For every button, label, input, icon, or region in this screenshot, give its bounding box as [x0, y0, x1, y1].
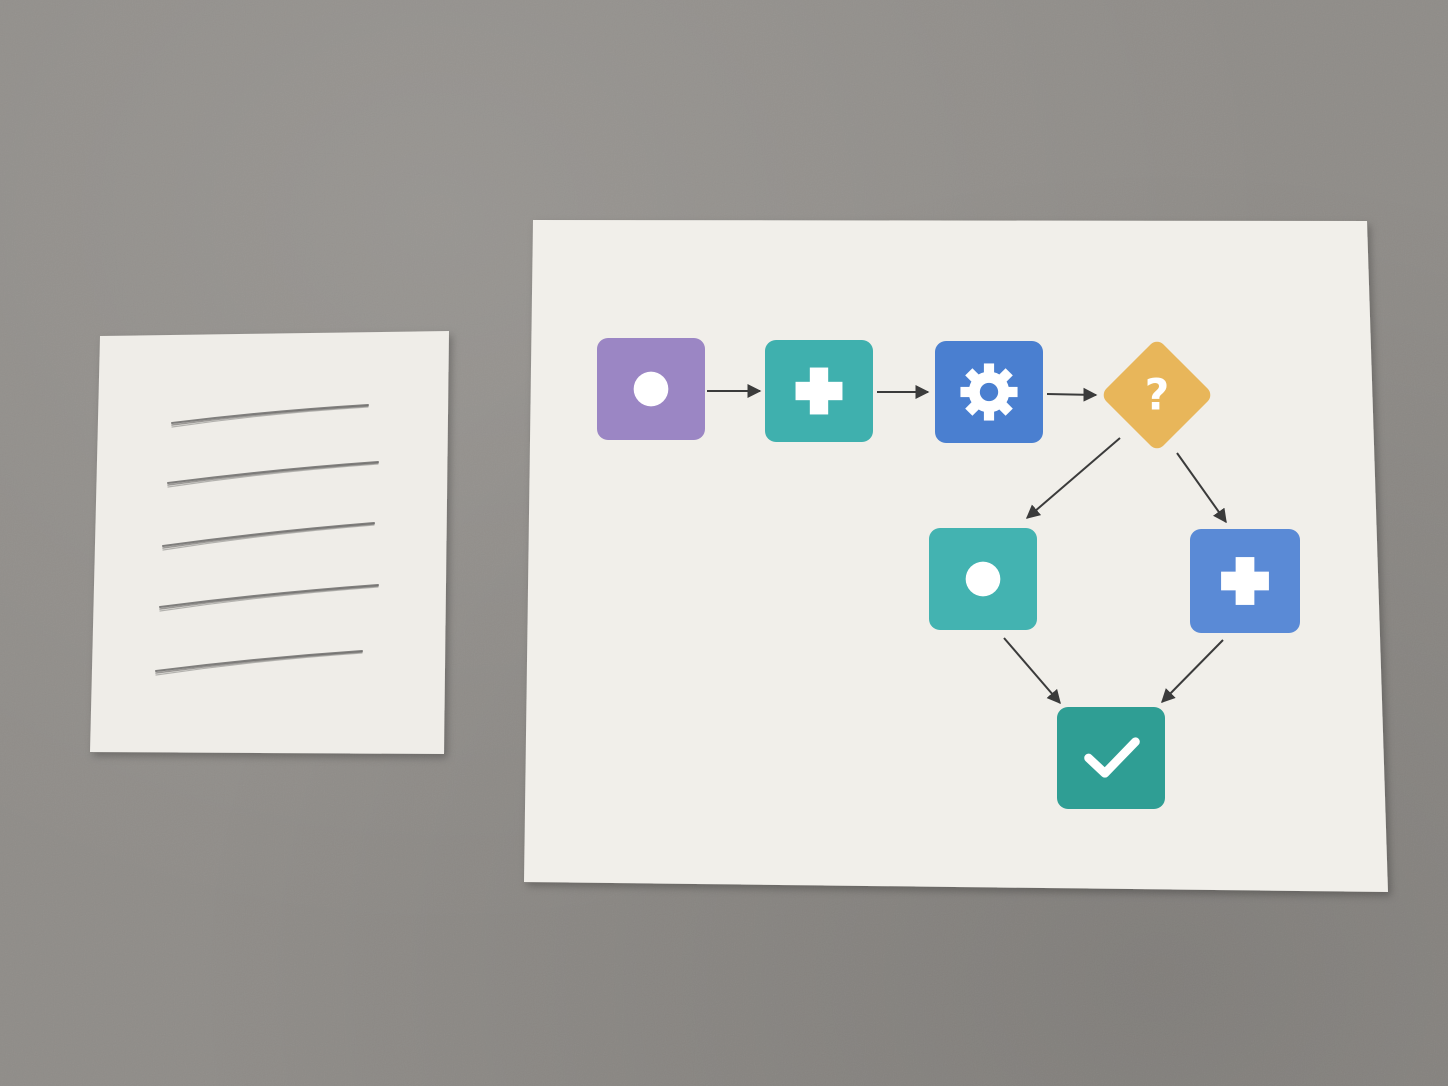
pencil-stroke: [167, 461, 379, 488]
arrow-branch-right-to-done: [1161, 639, 1224, 703]
pencil-stroke: [159, 584, 379, 612]
arrow-decision-to-branch-left: [1025, 437, 1121, 519]
node-add: [765, 340, 873, 442]
pencil-stroke: [171, 404, 369, 428]
gear-icon: [960, 363, 1018, 421]
circle-icon: [633, 371, 669, 407]
flowchart-nodes: ?: [597, 338, 1300, 809]
checkmark-icon: [1084, 737, 1140, 778]
flowchart-sheet: ?: [524, 220, 1388, 892]
arrow-branch-left-to-done: [1003, 637, 1061, 705]
question-icon: ?: [1145, 371, 1170, 421]
arrow-process-to-decision: [1046, 387, 1098, 402]
node-branch-right: [1190, 529, 1300, 633]
pencil-stroke: [155, 650, 363, 676]
note-card: [90, 331, 449, 754]
node-start: [597, 338, 705, 440]
node-branch-left: [929, 528, 1037, 630]
node-decision: ?: [1103, 341, 1211, 449]
plus-icon: [795, 367, 843, 415]
arrow-decision-to-branch-right: [1176, 452, 1227, 524]
circle-icon: [965, 561, 1001, 597]
rounded-square-shape: [1057, 707, 1165, 809]
flowchart-edges: [707, 384, 1227, 705]
diamond-shape: [1103, 341, 1211, 449]
pencil-stroke: [162, 522, 375, 551]
plus-icon: [1221, 557, 1269, 605]
node-process: [935, 341, 1043, 443]
node-done: [1057, 707, 1165, 809]
sketch-lines: [155, 404, 379, 676]
note-card-paper: [90, 331, 449, 754]
